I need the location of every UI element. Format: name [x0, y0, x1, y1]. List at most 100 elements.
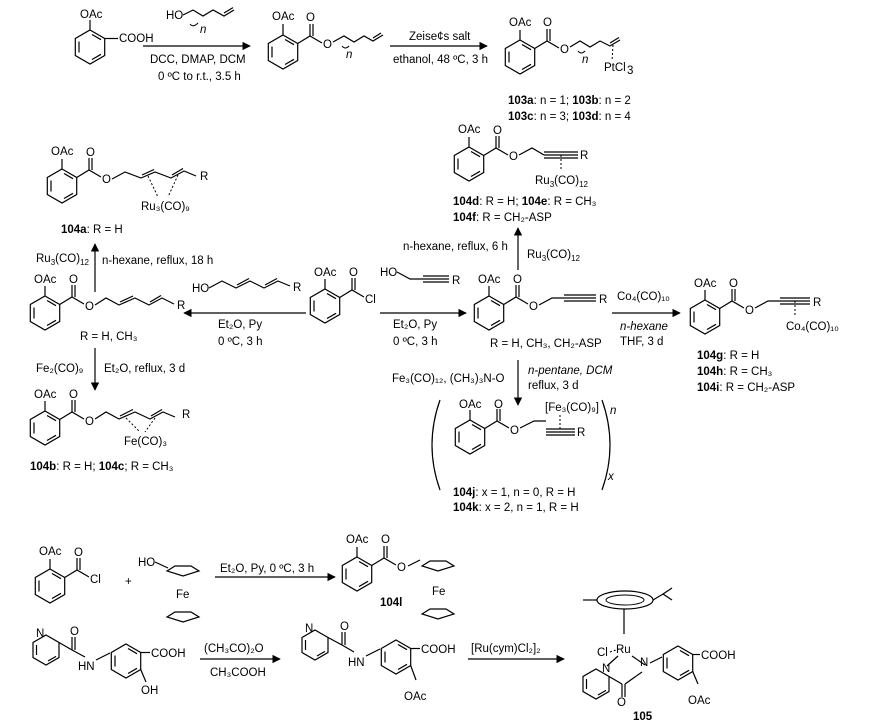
svg-text:104l: 104l — [380, 597, 402, 609]
svg-text:N: N — [640, 657, 648, 669]
compound-104l: OAc O O Fe — [341, 534, 455, 620]
propargyl-ester: OAc O O R — [473, 274, 607, 331]
svg-text:HN: HN — [348, 657, 365, 669]
svg-text:PtCl: PtCl — [604, 62, 626, 74]
svg-text:Cl: Cl — [90, 574, 101, 586]
svg-text:O: O — [70, 626, 79, 638]
svg-text:n: n — [582, 54, 588, 66]
svg-text:Ru: Ru — [616, 644, 631, 656]
svg-text:0 ºC, 3 h: 0 ºC, 3 h — [393, 336, 437, 348]
svg-text:n: n — [610, 405, 616, 417]
svg-text:Et₂O, Py: Et₂O, Py — [218, 319, 262, 331]
svg-text:R: R — [200, 171, 208, 183]
svg-text:R: R — [452, 275, 460, 287]
svg-text:O: O — [509, 151, 518, 163]
svg-text:104g: R = H: 104g: R = H — [697, 350, 759, 362]
r2-above: Zeise¢s salt — [409, 31, 471, 43]
r1-cond2: 0 ºC to r.t., 3.5 h — [158, 71, 241, 83]
compound-104jk: x OAc O O R [Fe₃(CO)₉] n — [431, 399, 616, 491]
svg-text:105: 105 — [633, 711, 653, 723]
svg-text:Ru3(CO)12: Ru3(CO)12 — [535, 175, 589, 189]
acid-chloride-center: OAc O Cl — [309, 267, 376, 324]
aspirin-acid: OAc COOH — [74, 9, 154, 65]
svg-text:O: O — [306, 12, 315, 24]
svg-text:O: O — [74, 547, 83, 559]
svg-text:O: O — [85, 301, 94, 313]
svg-text:OAc: OAc — [272, 11, 295, 23]
svg-text:Et₂O, Py, 0 ºC, 3 h: Et₂O, Py, 0 ºC, 3 h — [220, 563, 314, 575]
svg-text:O: O — [745, 305, 754, 317]
svg-text:n-pentane, DCM: n-pentane, DCM — [528, 365, 613, 377]
svg-text:reflux, 3 d: reflux, 3 d — [528, 380, 579, 392]
svg-text:O: O — [510, 425, 519, 437]
dienyl-ester: OAc O O R — [29, 274, 185, 331]
svg-text:Fe: Fe — [432, 586, 445, 598]
svg-text:OAc: OAc — [34, 274, 57, 286]
svg-text:O: O — [617, 697, 626, 709]
plus-sign: + — [125, 576, 132, 588]
cooh-label: COOH — [119, 33, 154, 45]
propargyl-alcohol: HO R — [380, 267, 460, 287]
svg-text:HO: HO — [380, 267, 397, 279]
svg-text:O: O — [729, 278, 738, 290]
svg-text:R: R — [182, 409, 190, 421]
svg-text:HO: HO — [192, 283, 209, 295]
svg-text:O: O — [397, 562, 406, 574]
alkenol: HO n — [166, 7, 235, 36]
compound-104a: OAc O O R Ru₃(CO)₉ — [46, 146, 208, 213]
svg-text:O: O — [513, 274, 522, 286]
svg-text:104i: R = CH₂-ASP: 104i: R = CH₂-ASP — [697, 382, 795, 394]
svg-text:OAc: OAc — [694, 278, 717, 290]
svg-text:N: N — [305, 623, 313, 635]
r-options-left: R = H, CH₃ — [80, 331, 138, 343]
svg-text:O: O — [86, 147, 95, 159]
svg-text:HO: HO — [138, 557, 155, 569]
acid-chloride-bottom: OAc O Cl — [34, 546, 101, 604]
svg-text:OAc: OAc — [346, 534, 369, 546]
svg-text:R: R — [599, 294, 607, 306]
compound-104ghi: OAc O O R Co₄(CO)₁₀ — [689, 278, 839, 335]
hexane-reflux-18: n-hexane, reflux, 18 h — [102, 255, 213, 267]
svg-text:O: O — [493, 125, 502, 137]
r1-cond1: DCC, DMAP, DCM — [150, 54, 246, 66]
compound-105: Cl Ru N O N COOH OAc — [582, 587, 736, 709]
svg-text:OAc: OAc — [34, 389, 57, 401]
svg-text:x: x — [607, 471, 615, 483]
svg-text:O: O — [69, 389, 78, 401]
svg-text:Fe₂(CO)₉: Fe₂(CO)₉ — [36, 363, 83, 375]
svg-text:OAc: OAc — [688, 695, 711, 707]
hexane-reflux-6: n-hexane, reflux, 6 h — [403, 241, 508, 253]
svg-text:n-hexane: n-hexane — [620, 321, 668, 333]
svg-text:103c: n = 3; 103d: n = 4: 103c: n = 3; 103d: n = 4 — [508, 111, 631, 123]
svg-text:R: R — [177, 300, 185, 312]
svg-text:OAc: OAc — [404, 691, 427, 703]
svg-text:O: O — [85, 416, 94, 428]
svg-text:103a: n = 1; 103b: n = 2: 103a: n = 1; 103b: n = 2 — [508, 95, 631, 107]
oac-label: OAc — [80, 9, 103, 21]
svg-text:[Ru(cym)Cl₂]₂: [Ru(cym)Cl₂]₂ — [471, 643, 541, 655]
picolinamide-acid: N O HN COOH OH — [32, 626, 186, 697]
svg-text:HN: HN — [78, 661, 95, 673]
svg-text:Cl: Cl — [597, 647, 608, 659]
svg-text:O: O — [494, 399, 503, 411]
svg-text:R: R — [577, 427, 585, 439]
svg-text:3: 3 — [627, 65, 633, 77]
svg-text:n: n — [346, 49, 352, 61]
svg-text:O: O — [323, 39, 332, 51]
svg-text:OAc: OAc — [478, 274, 501, 286]
svg-text:104h: R = CH₃: 104h: R = CH₃ — [697, 366, 773, 378]
svg-text:Fe: Fe — [176, 589, 189, 601]
svg-text:104d: R = H; 104e: R = CH₃: 104d: R = H; 104e: R = CH₃ — [453, 196, 597, 208]
compound-104def: OAc O O R Ru3(CO)12 — [453, 124, 589, 189]
svg-text:104b: R = H; 104c; R = CH₃: 104b: R = H; 104c; R = CH₃ — [30, 461, 174, 473]
svg-text:THF, 3 d: THF, 3 d — [620, 336, 663, 348]
svg-text:OAc: OAc — [509, 17, 532, 29]
svg-text:O: O — [349, 267, 358, 279]
svg-text:O: O — [102, 174, 111, 186]
svg-text:Fe(CO)₃: Fe(CO)₃ — [124, 436, 167, 448]
svg-text:[Fe₃(CO)₉]: [Fe₃(CO)₉] — [545, 402, 599, 414]
svg-text:COOH: COOH — [701, 650, 736, 662]
ru3co12-reagent-a: Ru3(CO)12 — [36, 253, 90, 267]
svg-text:Co₄(CO)₁₀: Co₄(CO)₁₀ — [786, 321, 839, 333]
